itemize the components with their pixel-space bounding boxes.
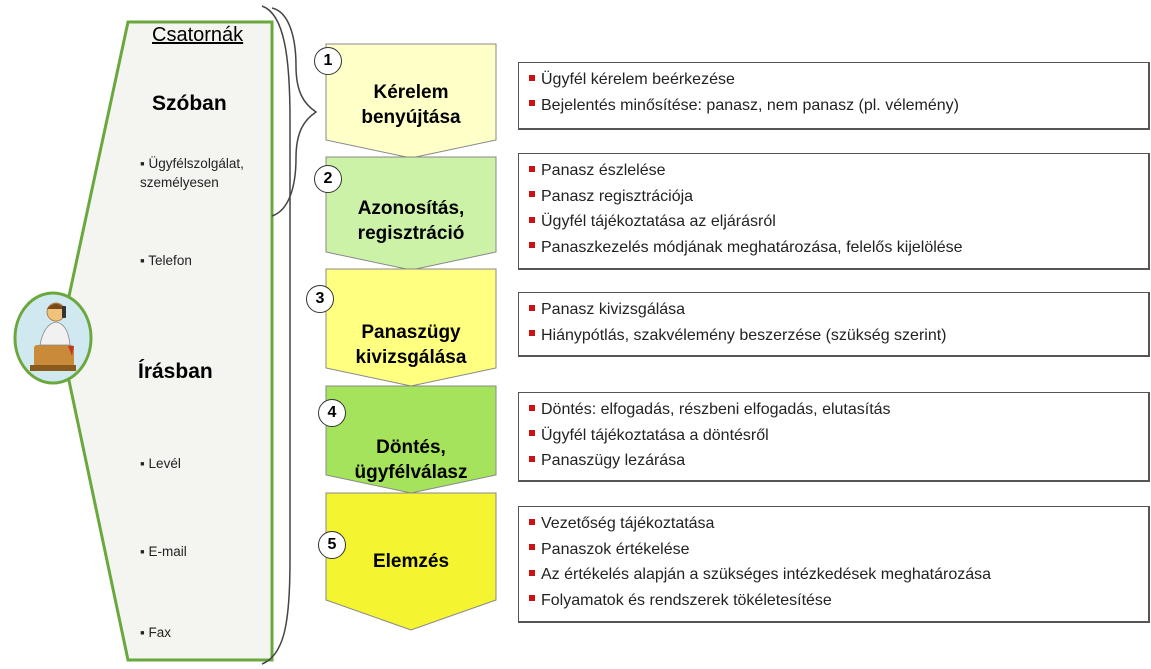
step-number-badge: 5 — [318, 531, 346, 559]
channel-item: ▪ Ügyfélszolgálat, személyesen — [140, 156, 244, 190]
detail-item: Ügyfél tájékoztatása az eljárásról — [529, 209, 1148, 235]
detail-item: Hiánypótlás, szakvélemény beszerzése (sz… — [529, 323, 1148, 349]
detail-item: Vezetőség tájékoztatása — [529, 511, 1148, 537]
detail-item: Az értékelés alapján a szükséges intézke… — [529, 562, 1148, 588]
step-details-box: Döntés: elfogadás, részbeni elfogadás, e… — [518, 392, 1150, 482]
step-title: Azonosítás, regisztráció — [357, 198, 465, 244]
channel-item: ▪ E-mail — [140, 544, 187, 559]
step-number-badge: 2 — [314, 165, 342, 193]
detail-item: Döntés: elfogadás, részbeni elfogadás, e… — [529, 397, 1148, 423]
detail-item: Ügyfél kérelem beérkezése — [529, 67, 1148, 93]
channel-group-title: Írásban — [138, 360, 213, 383]
step-details-box: Panasz kivizsgálása Hiánypótlás, szakvél… — [518, 292, 1150, 357]
detail-item: Folyamatok és rendszerek tökéletesítése — [529, 588, 1148, 614]
step-5-arrow — [325, 492, 497, 631]
step-title: Elemzés — [372, 551, 450, 572]
channels-header: Csatornák — [152, 24, 244, 46]
detail-item: Ügyfél tájékoztatása a döntésről — [529, 423, 1148, 449]
channel-item: ▪ Levél — [140, 456, 181, 471]
detail-item: Bejelentés minősítése: panasz, nem panas… — [529, 93, 1148, 119]
step-details-box: Ügyfél kérelem beérkezése Bejelentés min… — [518, 62, 1150, 130]
step-number-badge: 1 — [314, 47, 342, 75]
step-details-box: Panasz észlelése Panasz regisztrációja Ü… — [518, 153, 1150, 270]
channels-panel — [58, 20, 274, 662]
step-number-badge: 3 — [306, 285, 334, 313]
detail-item: Panasz regisztrációja — [529, 184, 1148, 210]
channel-item: ▪ Fax — [140, 625, 172, 640]
step-1-arrow — [325, 43, 497, 159]
channel-item: ▪ Telefon — [140, 253, 192, 268]
detail-item: Panasz kivizsgálása — [529, 297, 1148, 323]
step-details-box: Vezetőség tájékoztatása Panaszok értékel… — [518, 506, 1150, 623]
detail-item: Panaszok értékelése — [529, 537, 1148, 563]
step-title: Panaszügy kivizsgálása — [355, 322, 467, 368]
detail-item: Panaszügy lezárása — [529, 448, 1148, 474]
step-3-arrow — [325, 268, 497, 387]
step-2-arrow — [325, 156, 497, 271]
person-on-phone-icon — [13, 291, 93, 385]
step-title: Döntés, ügyfélválasz — [354, 437, 468, 483]
step-number-badge: 4 — [318, 399, 346, 427]
step-4-arrow — [325, 385, 497, 494]
brace-connector — [271, 7, 318, 217]
detail-item: Panaszkezelés módjának meghatározása, fe… — [529, 235, 1148, 261]
channel-group-title: Szóban — [152, 92, 227, 115]
detail-item: Panasz észlelése — [529, 158, 1148, 184]
channels-brace — [261, 5, 291, 665]
step-title: Kérelem benyújtása — [361, 82, 461, 128]
